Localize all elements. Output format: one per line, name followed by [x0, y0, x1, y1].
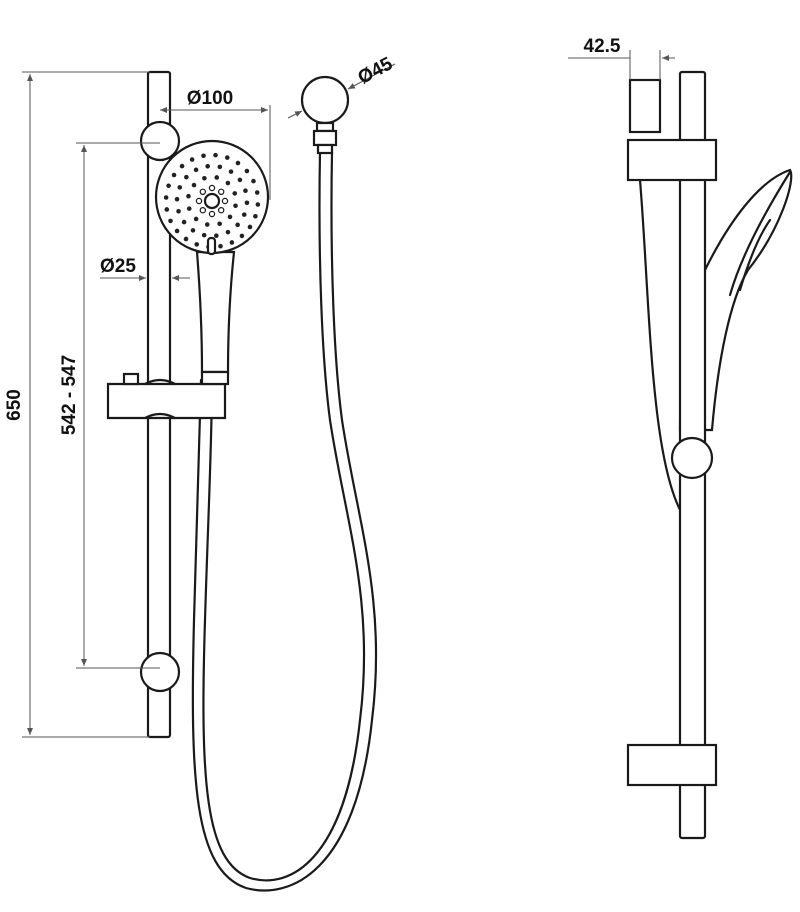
nozzle: [247, 224, 253, 230]
nozzle: [201, 153, 206, 159]
nozzle: [214, 233, 219, 239]
side-wall-block: [628, 78, 662, 134]
nozzle: [213, 152, 218, 158]
nozzle: [253, 213, 258, 219]
hose: [202, 150, 366, 882]
nozzle: [184, 174, 189, 180]
nozzle: [201, 232, 207, 238]
nozzle: [179, 163, 185, 169]
overall-height-label: 650: [4, 389, 25, 421]
side-top-bracket: [626, 138, 718, 182]
nozzle: [225, 229, 231, 235]
nozzle: [217, 221, 222, 227]
side-view: [626, 70, 793, 840]
nozzle: [235, 222, 240, 228]
nozzle: [217, 206, 225, 214]
rail-diameter-label: Ø25: [100, 256, 136, 277]
nozzle: [239, 233, 245, 239]
nozzle: [208, 184, 216, 192]
nozzle: [194, 242, 200, 247]
nozzle: [214, 175, 220, 180]
nozzle: [227, 214, 233, 220]
nozzle: [233, 203, 238, 209]
nozzle: [186, 193, 191, 199]
nozzle: [235, 160, 241, 166]
nozzle: [243, 188, 248, 194]
nozzle: [255, 202, 261, 207]
nozzle: [195, 197, 203, 205]
nozzle: [181, 219, 187, 225]
nozzle: [244, 200, 250, 206]
nozzle: [225, 180, 231, 186]
side-bottom-bracket: [626, 743, 718, 787]
nozzle: [244, 168, 250, 174]
nozzle: [208, 210, 216, 218]
top-rail-bracket: [139, 120, 181, 162]
head-diameter-label: Ø100: [187, 88, 233, 109]
nozzle: [177, 185, 183, 190]
adjustable-range-label: 542 - 547: [59, 355, 80, 435]
wall-outlet-diameter-label: Ø45: [355, 53, 397, 89]
nozzle: [217, 188, 225, 196]
nozzle: [205, 163, 210, 169]
nozzle: [166, 183, 171, 189]
nozzle: [221, 197, 229, 205]
nozzle: [168, 218, 173, 224]
nozzle: [190, 228, 196, 233]
nozzle: [202, 175, 207, 181]
nozzle: [232, 191, 238, 196]
wall-offset-label: 42.5: [584, 36, 621, 57]
slider-bracket: [106, 382, 227, 420]
nozzle: [183, 236, 189, 242]
nozzle: [224, 155, 230, 160]
front-view: [106, 70, 378, 892]
nozzle: [229, 240, 235, 245]
nozzle: [191, 182, 197, 188]
nozzle: [228, 169, 234, 174]
nozzle: [189, 157, 195, 162]
nozzle: [254, 190, 260, 195]
handset-handle: [195, 250, 236, 374]
wall-outlet: [300, 75, 350, 125]
nozzle: [218, 243, 223, 249]
nozzle: [251, 178, 256, 184]
nozzle: [193, 216, 199, 222]
side-dimensions: 42.5: [568, 36, 675, 80]
nozzle: [217, 164, 223, 170]
nozzle: [241, 212, 247, 217]
nozzle: [164, 207, 170, 212]
nozzle: [171, 172, 177, 178]
side-slider-knob: [670, 436, 714, 480]
nozzle: [193, 167, 199, 173]
nozzle: [174, 196, 180, 202]
bottom-rail-bracket: [139, 651, 181, 693]
nozzle: [204, 222, 210, 227]
nozzle: [163, 195, 169, 200]
nozzle: [186, 206, 192, 211]
nozzle: [174, 228, 180, 234]
nozzle: [176, 208, 181, 214]
nozzle: [199, 188, 207, 196]
nozzle: [199, 206, 207, 214]
nozzle: [237, 177, 243, 183]
